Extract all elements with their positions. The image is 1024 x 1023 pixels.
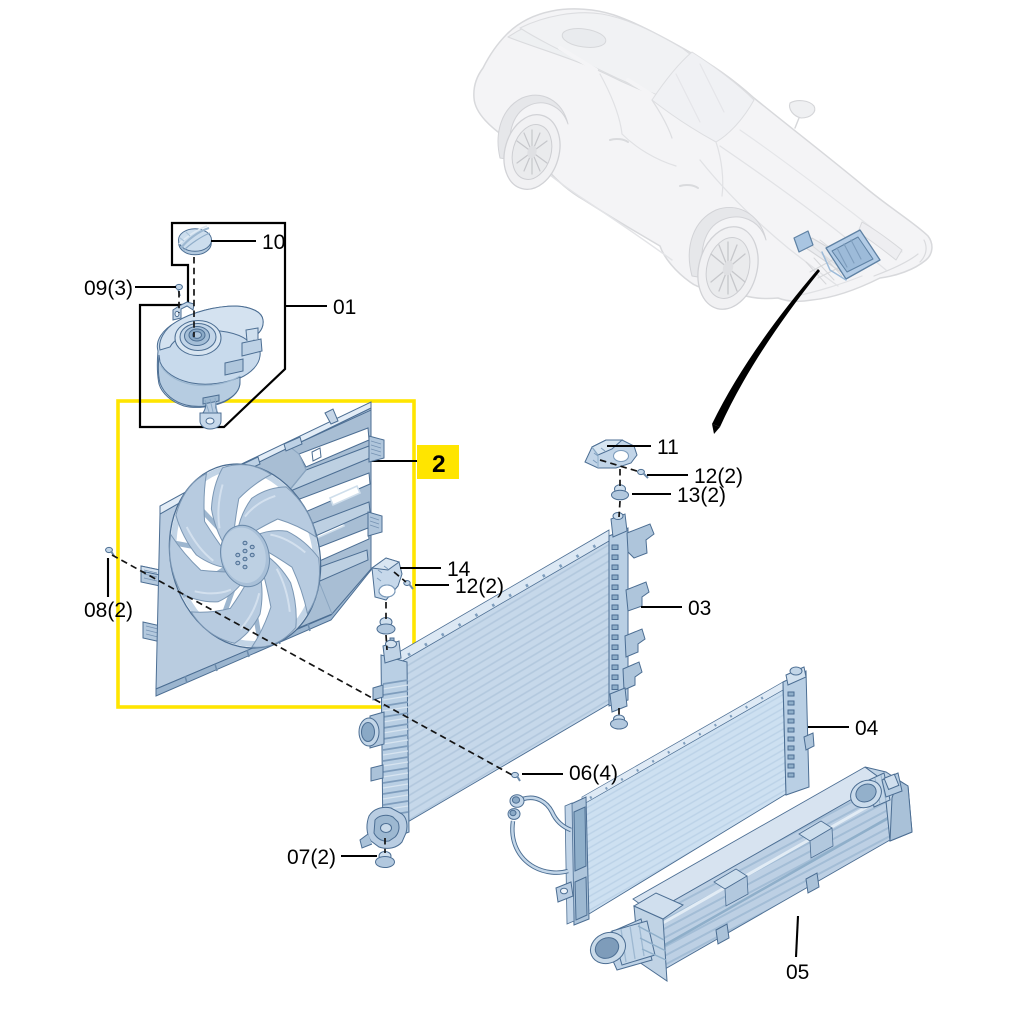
svg-text:14: 14 — [447, 558, 471, 581]
svg-text:08(2): 08(2) — [84, 599, 133, 622]
svg-text:13(2): 13(2) — [677, 484, 726, 507]
svg-text:03: 03 — [688, 597, 711, 620]
svg-text:2: 2 — [432, 451, 446, 478]
svg-text:09(3): 09(3) — [84, 277, 133, 300]
svg-text:05: 05 — [786, 961, 809, 984]
svg-text:04: 04 — [855, 717, 879, 740]
svg-text:12(2): 12(2) — [455, 575, 504, 598]
svg-text:10: 10 — [262, 231, 285, 254]
svg-text:01: 01 — [333, 296, 356, 319]
svg-text:06(4): 06(4) — [569, 762, 618, 785]
svg-text:07(2): 07(2) — [287, 846, 336, 869]
svg-text:12(2): 12(2) — [694, 465, 743, 488]
svg-text:11: 11 — [657, 436, 679, 459]
